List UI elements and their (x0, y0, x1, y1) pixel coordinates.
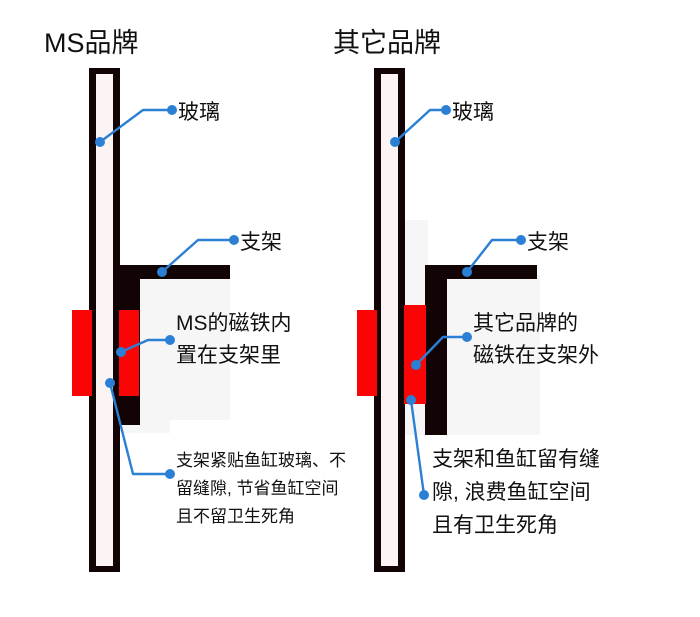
callout-gap-leader-ms (108, 381, 172, 476)
callout-gap-anchor-dot-other (406, 395, 416, 405)
magnet-exposed-other (404, 305, 426, 404)
glass-panel-fill-ms (96, 74, 113, 566)
callout-bracket-label-dot-other (516, 235, 526, 245)
callout-glass-label-other: 玻璃 (452, 101, 494, 124)
callout-bracket-label-dot-ms (229, 235, 239, 245)
note-magnet-line2-other: 磁铁在支架外 (473, 344, 599, 367)
callout-gap-anchor-dot-ms (105, 378, 115, 388)
callout-glass-anchor-dot-ms (95, 137, 105, 147)
callout-magnet-label-dot-other (462, 332, 472, 342)
bracket-top-bar-ms (118, 265, 230, 279)
callout-gap-leader-other (409, 398, 426, 497)
callout-glass-label-dot-ms (167, 105, 177, 115)
magnet-outer-other (357, 310, 377, 396)
callout-glass-label-ms: 玻璃 (178, 101, 220, 124)
panel-ms-brand: MS品牌 玻璃 (44, 28, 346, 572)
note-gap-line3-ms: 且不留卫生死角 (176, 507, 295, 526)
callout-gap-label-dot-other (419, 490, 429, 500)
note-magnet-line2-ms: 置在支架里 (176, 344, 281, 367)
bracket-top-bar-other (425, 265, 537, 279)
callout-gap-note-ms: 支架紧贴鱼缸玻璃、不 留缝隙, 节省鱼缸空间 且不留卫生死角 (105, 378, 346, 526)
callout-gap-label-dot-ms (165, 469, 175, 479)
magnet-inner-ms (119, 310, 139, 396)
note-magnet-line1-other: 其它品牌的 (473, 312, 578, 335)
callout-glass-leader-ms (98, 108, 174, 144)
callout-magnet-label-dot-ms (165, 335, 175, 345)
callout-magnet-note-ms: MS的磁铁内 置在支架里 (116, 312, 292, 367)
callout-bracket-leader-other (465, 238, 523, 274)
callout-glass-leader-other (393, 108, 448, 144)
callout-glass-anchor-dot-other (390, 137, 400, 147)
callout-magnet-anchor-dot-other (411, 360, 421, 370)
callout-bracket-anchor-dot-other (462, 267, 472, 277)
glass-panel-fill-other (381, 74, 398, 566)
callout-bracket-label-other: 支架 (527, 231, 569, 254)
callout-bracket-anchor-dot-ms (157, 267, 167, 277)
callout-glass-ms: 玻璃 (95, 101, 220, 147)
note-gap-line1-ms: 支架紧贴鱼缸玻璃、不 (176, 450, 346, 470)
note-gap-line2-ms: 留缝隙, 节省鱼缸空间 (176, 478, 338, 498)
panel-title-other: 其它品牌 (333, 28, 441, 58)
callout-glass-other: 玻璃 (390, 101, 494, 147)
note-magnet-line1-ms: MS的磁铁内 (176, 312, 292, 335)
note-gap-line1-other: 支架和鱼缸留有缝 (432, 448, 600, 471)
callout-bracket-ms: 支架 (157, 231, 282, 277)
note-gap-line3-other: 且有卫生死角 (432, 514, 558, 537)
callout-bracket-other: 支架 (462, 231, 569, 277)
note-gap-line2-other: 隙, 浪费鱼缸空间 (432, 481, 591, 504)
callout-magnet-leader-other (414, 335, 469, 367)
callout-gap-note-other: 支架和鱼缸留有缝 隙, 浪费鱼缸空间 且有卫生死角 (406, 395, 600, 537)
panel-title-ms: MS品牌 (44, 28, 139, 58)
callout-bracket-label-ms: 支架 (240, 231, 282, 254)
callout-magnet-note-other: 其它品牌的 磁铁在支架外 (411, 312, 599, 370)
callout-glass-label-dot-other (441, 105, 451, 115)
bracket-vertical-leg-other (425, 265, 447, 435)
panel-other-brand: 其它品牌 玻璃 (333, 28, 600, 572)
callout-magnet-leader-ms (119, 338, 172, 354)
callout-magnet-anchor-dot-ms (116, 347, 126, 357)
callout-bracket-leader-ms (160, 238, 236, 274)
magnet-outer-ms (72, 310, 92, 396)
